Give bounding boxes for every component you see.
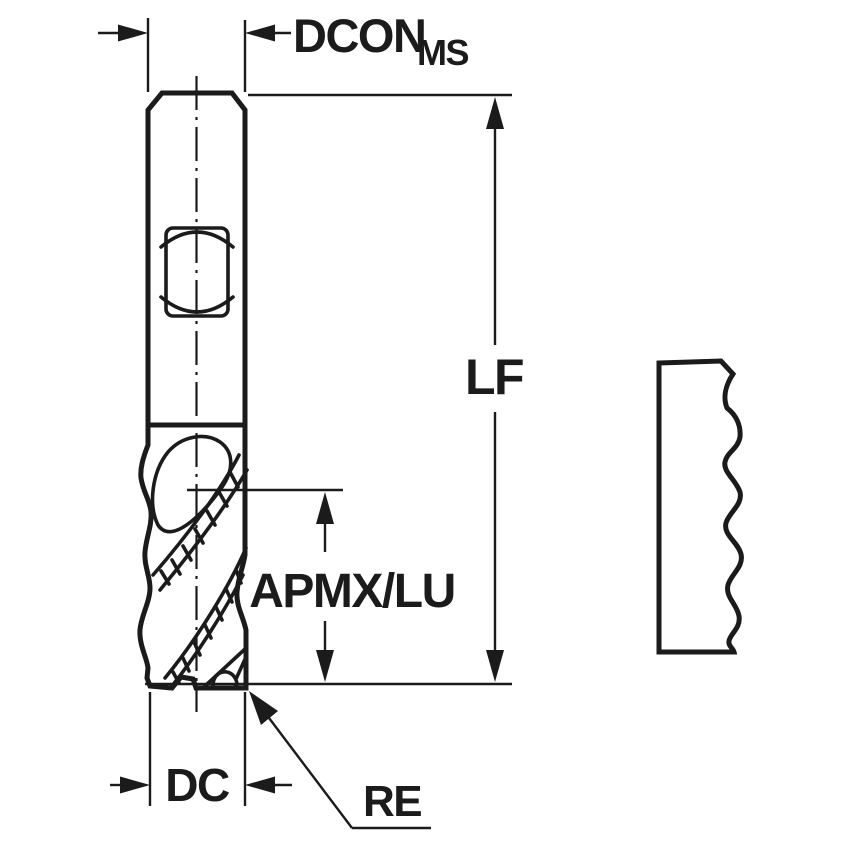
helix-band-edge xyxy=(163,546,248,680)
tip-gash-line xyxy=(203,647,247,688)
label-re: RE xyxy=(363,777,421,826)
dim-apmx: APMX/LU xyxy=(187,488,456,682)
dim-dcon: DCON MS xyxy=(98,9,470,92)
lf-arrowhead-up xyxy=(486,97,504,129)
weldon-flat-face xyxy=(164,226,230,318)
flute-hatch-line xyxy=(205,509,217,527)
leader-re: RE xyxy=(249,691,431,830)
dc-arrowhead-right xyxy=(245,776,275,794)
dim-lf: LF xyxy=(145,93,525,686)
label-dcon-subscript: MS xyxy=(417,32,468,73)
flute-hatch-line xyxy=(224,587,234,604)
flute-hatch-line xyxy=(181,656,191,673)
dcon-arrowhead-left xyxy=(118,24,148,42)
flute-body xyxy=(137,422,249,691)
lf-arrowhead-down xyxy=(486,650,504,682)
machined-profile-shape xyxy=(656,358,744,655)
helix-band-edge xyxy=(158,468,249,592)
label-apmx-lu: APMX/LU xyxy=(249,565,455,618)
label-lf: LF xyxy=(465,349,523,405)
flute-helix-band-lower xyxy=(163,546,248,688)
helix-band-edge xyxy=(170,573,245,688)
flute-hatch-line xyxy=(214,605,224,622)
flute-helix-band-upper xyxy=(151,453,249,592)
label-dc: DC xyxy=(165,759,229,811)
flute-hatch-line xyxy=(181,544,193,562)
tool-flutes xyxy=(137,422,249,691)
re-leader-diagonal xyxy=(265,713,353,829)
flute-hatch-line xyxy=(159,569,171,586)
dim-dc: DC xyxy=(110,692,292,811)
dcon-arrowhead-right xyxy=(245,24,275,42)
flute-hatch-line xyxy=(171,670,181,685)
flute-hatch-line xyxy=(193,527,205,545)
re-arrowhead xyxy=(249,691,278,725)
flute-hatch-line xyxy=(217,490,229,508)
tip-gash-line xyxy=(234,655,248,681)
flute-hatch-line xyxy=(203,623,213,640)
apmx-arrowhead-up xyxy=(316,492,334,524)
flute-face-oval xyxy=(150,434,233,534)
flute-hatch-line xyxy=(170,558,182,576)
flute-hatch-line xyxy=(228,470,240,489)
helix-band-edge xyxy=(151,453,241,577)
label-dcon: DCON xyxy=(293,9,425,62)
apmx-arrowhead-down xyxy=(316,650,334,682)
dc-arrowhead-left xyxy=(120,776,150,794)
flute-hatch-line xyxy=(234,568,243,585)
flute-tip-details xyxy=(203,647,248,689)
